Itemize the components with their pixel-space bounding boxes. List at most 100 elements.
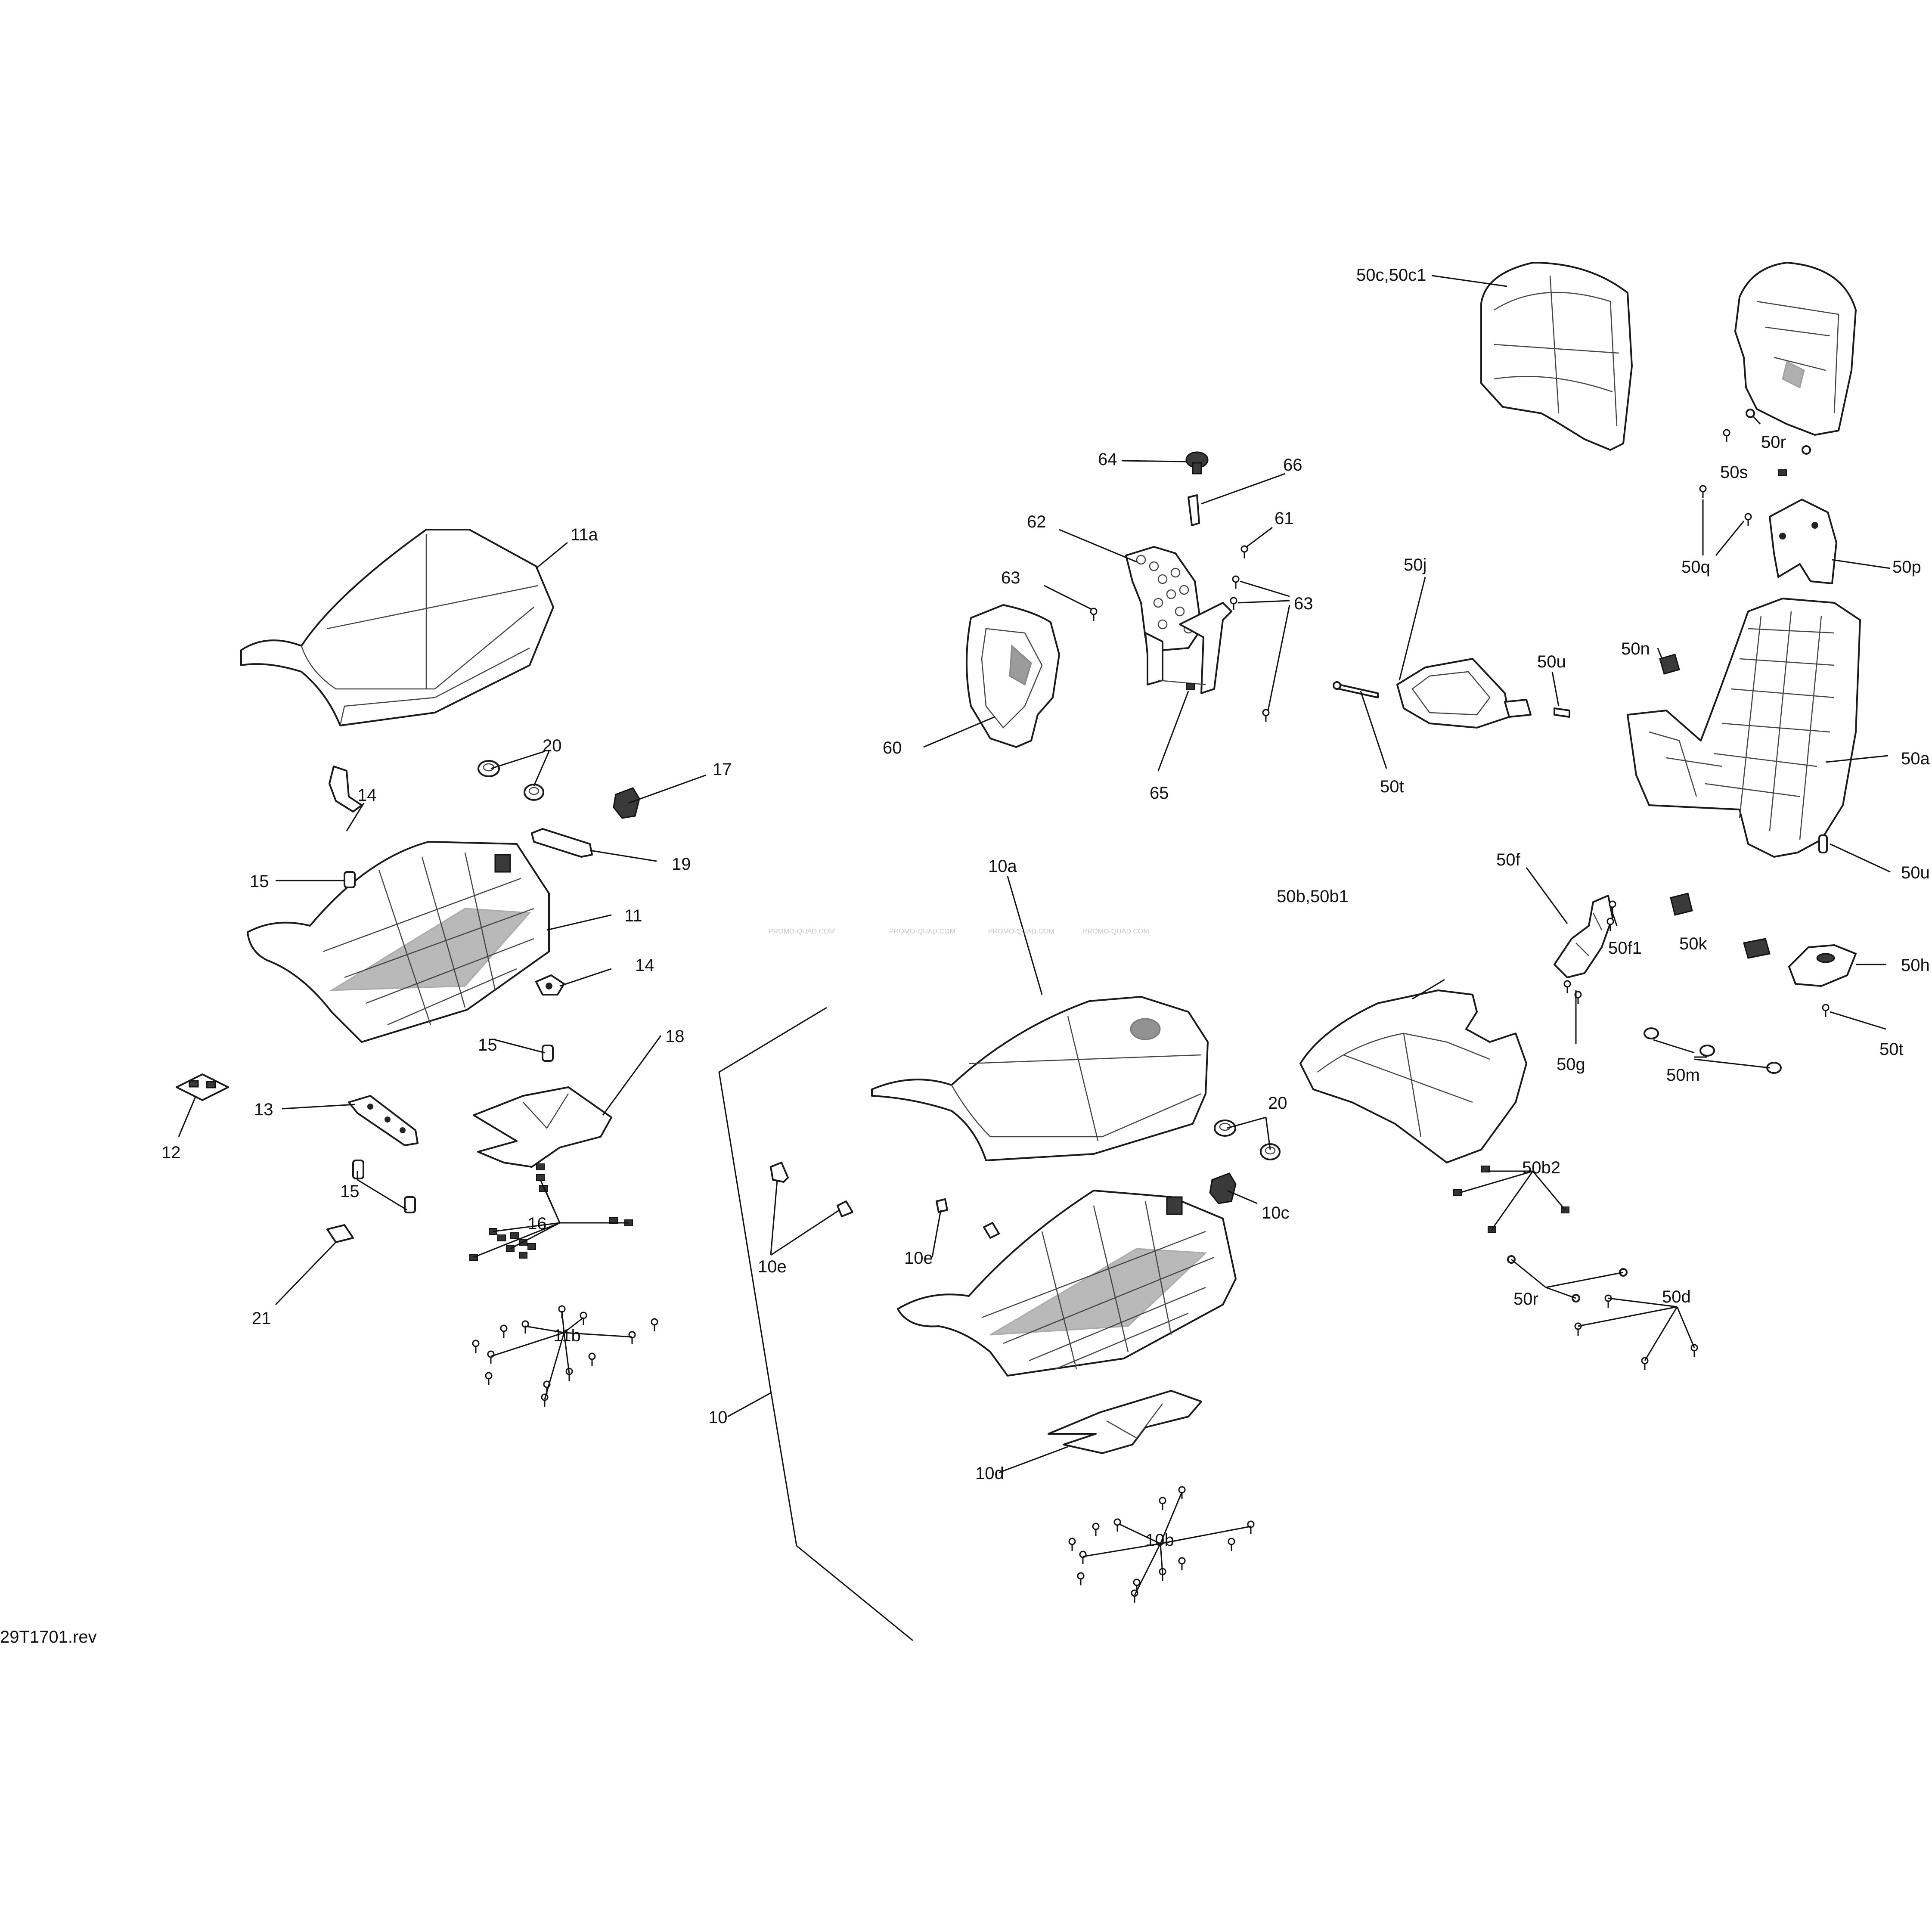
callout-11: 11 (624, 906, 642, 925)
callout-10e-right: 10e (904, 1249, 933, 1268)
backrest-bracket-62 (1125, 546, 1232, 694)
callout-16: 16 (527, 1214, 547, 1233)
callout-10: 10 (708, 1408, 728, 1427)
nut-16-group (469, 1163, 633, 1261)
knob-64 (1185, 451, 1209, 474)
callout-61: 61 (1275, 509, 1294, 528)
callout-14-bottom: 14 (635, 956, 654, 975)
bolt-11b-group (472, 1305, 658, 1408)
callout-10b: 10b (1145, 1531, 1174, 1550)
latch-10c (1209, 1172, 1237, 1204)
callout-60: 60 (883, 738, 902, 757)
grommet-20-center (1214, 1120, 1281, 1160)
callout-50a: 50a (1901, 749, 1930, 768)
callout-15-c: 15 (340, 1182, 360, 1201)
svg-text:PROMO-QUAD.COM: PROMO-QUAD.COM (1083, 928, 1149, 935)
bracket-13 (348, 1095, 419, 1146)
callout-50c: 50c,50c1 (1356, 266, 1426, 285)
bolt-63-left (1090, 608, 1098, 622)
callout-50g: 50g (1557, 1055, 1585, 1074)
callout-50j: 50j (1404, 555, 1427, 574)
callout-13: 13 (254, 1100, 273, 1119)
seat-base-11 (247, 841, 550, 1043)
callout-64: 64 (1098, 450, 1117, 469)
cover-50h (1788, 944, 1857, 987)
strap-19 (531, 828, 593, 858)
bolt-63-right (1230, 575, 1270, 723)
callout-50u-top: 50u (1537, 652, 1566, 671)
watermark: PROMO-QUAD.COM PROMO-QUAD.COM PROMO-QUAD… (769, 928, 1149, 935)
fastener-50r-top (1746, 409, 1811, 455)
pin-66 (1188, 494, 1200, 526)
callout-11b: 11b (553, 1326, 581, 1345)
bracket-14-top (329, 766, 363, 812)
callout-62: 62 (1027, 512, 1046, 531)
callout-17: 17 (713, 760, 732, 779)
pin-50u-right (1818, 834, 1828, 853)
bolt-50t-right (1822, 1004, 1830, 1018)
label-21 (326, 1224, 354, 1243)
callout-12: 12 (161, 1143, 181, 1162)
backrest-cover-50c (1480, 262, 1633, 451)
callout-50d: 50d (1662, 1287, 1691, 1306)
callout-50k: 50k (1679, 934, 1707, 953)
grommet-20-left (478, 760, 544, 801)
leader-lines (178, 275, 1891, 1641)
callout-50s: 50s (1720, 463, 1748, 482)
spacer-15 (344, 871, 554, 1213)
clip-50n (1659, 654, 1680, 675)
connector-50k (1670, 893, 1771, 959)
seat-cushion-50b (1299, 989, 1527, 1163)
backrest-shell-50 (1734, 262, 1857, 436)
callout-10d: 10d (975, 1464, 1004, 1483)
backrest-pad-60 (966, 604, 1060, 748)
callout-50b2: 50b2 (1522, 1158, 1560, 1177)
callout-14-top: 14 (357, 786, 377, 805)
callout-18: 18 (665, 1027, 685, 1046)
callout-50m: 50m (1666, 1066, 1700, 1085)
callout-labels: 50c,50c1 50r 50s 50q 50p 64 66 61 62 63 … (0, 266, 1930, 1647)
fastener-50q (1699, 485, 1752, 527)
callout-63-right: 63 (1294, 594, 1313, 613)
callout-19: 19 (672, 855, 691, 874)
skid-plate-10d (1048, 1390, 1202, 1454)
callout-65: 65 (1150, 784, 1169, 803)
rod-50t (1333, 681, 1379, 698)
callout-50b: 50b,50b1 (1277, 887, 1349, 906)
callout-15-b: 15 (478, 1036, 497, 1054)
callout-50f1: 50f1 (1608, 939, 1642, 958)
callout-50h: 50h (1901, 956, 1930, 975)
callout-50r-top: 50r (1761, 433, 1786, 452)
callout-66: 66 (1283, 456, 1302, 474)
seat-frame-50a (1627, 598, 1861, 858)
pin-50u-top (1554, 707, 1570, 718)
callout-10c: 10c (1262, 1203, 1290, 1222)
callout-50p: 50p (1892, 558, 1921, 577)
seat-cushion-10a (871, 996, 1209, 1161)
callout-11a: 11a (571, 525, 599, 544)
bolt-61 (1240, 545, 1248, 559)
callout-20-center: 20 (1268, 1094, 1287, 1113)
latch-17 (613, 787, 640, 819)
callout-10a: 10a (988, 857, 1017, 876)
bumper-50m (1644, 1027, 1782, 1074)
seat-cushion-11a (240, 529, 554, 726)
callout-50f: 50f (1496, 850, 1520, 869)
svg-text:PROMO-QUAD.COM: PROMO-QUAD.COM (889, 928, 955, 935)
callout-50t-right: 50t (1879, 1040, 1904, 1059)
bolt-50d (1574, 1294, 1698, 1371)
callout-50r-bottom: 50r (1513, 1290, 1538, 1309)
frame-50j (1396, 658, 1532, 729)
clip-10e (770, 1162, 1000, 1239)
callout-15-a: 15 (250, 872, 269, 891)
drawing-id: 29T1701.rev (0, 1628, 97, 1647)
callout-50n: 50n (1621, 639, 1650, 658)
callout-50t-mid: 50t (1380, 777, 1404, 796)
bracket-50p (1769, 499, 1837, 584)
bracket-14-bottom (535, 974, 565, 995)
svg-text:PROMO-QUAD.COM: PROMO-QUAD.COM (769, 928, 835, 935)
callout-63-left: 63 (1001, 568, 1020, 587)
bracket-50f (1554, 895, 1613, 978)
callout-50q: 50q (1681, 558, 1710, 577)
